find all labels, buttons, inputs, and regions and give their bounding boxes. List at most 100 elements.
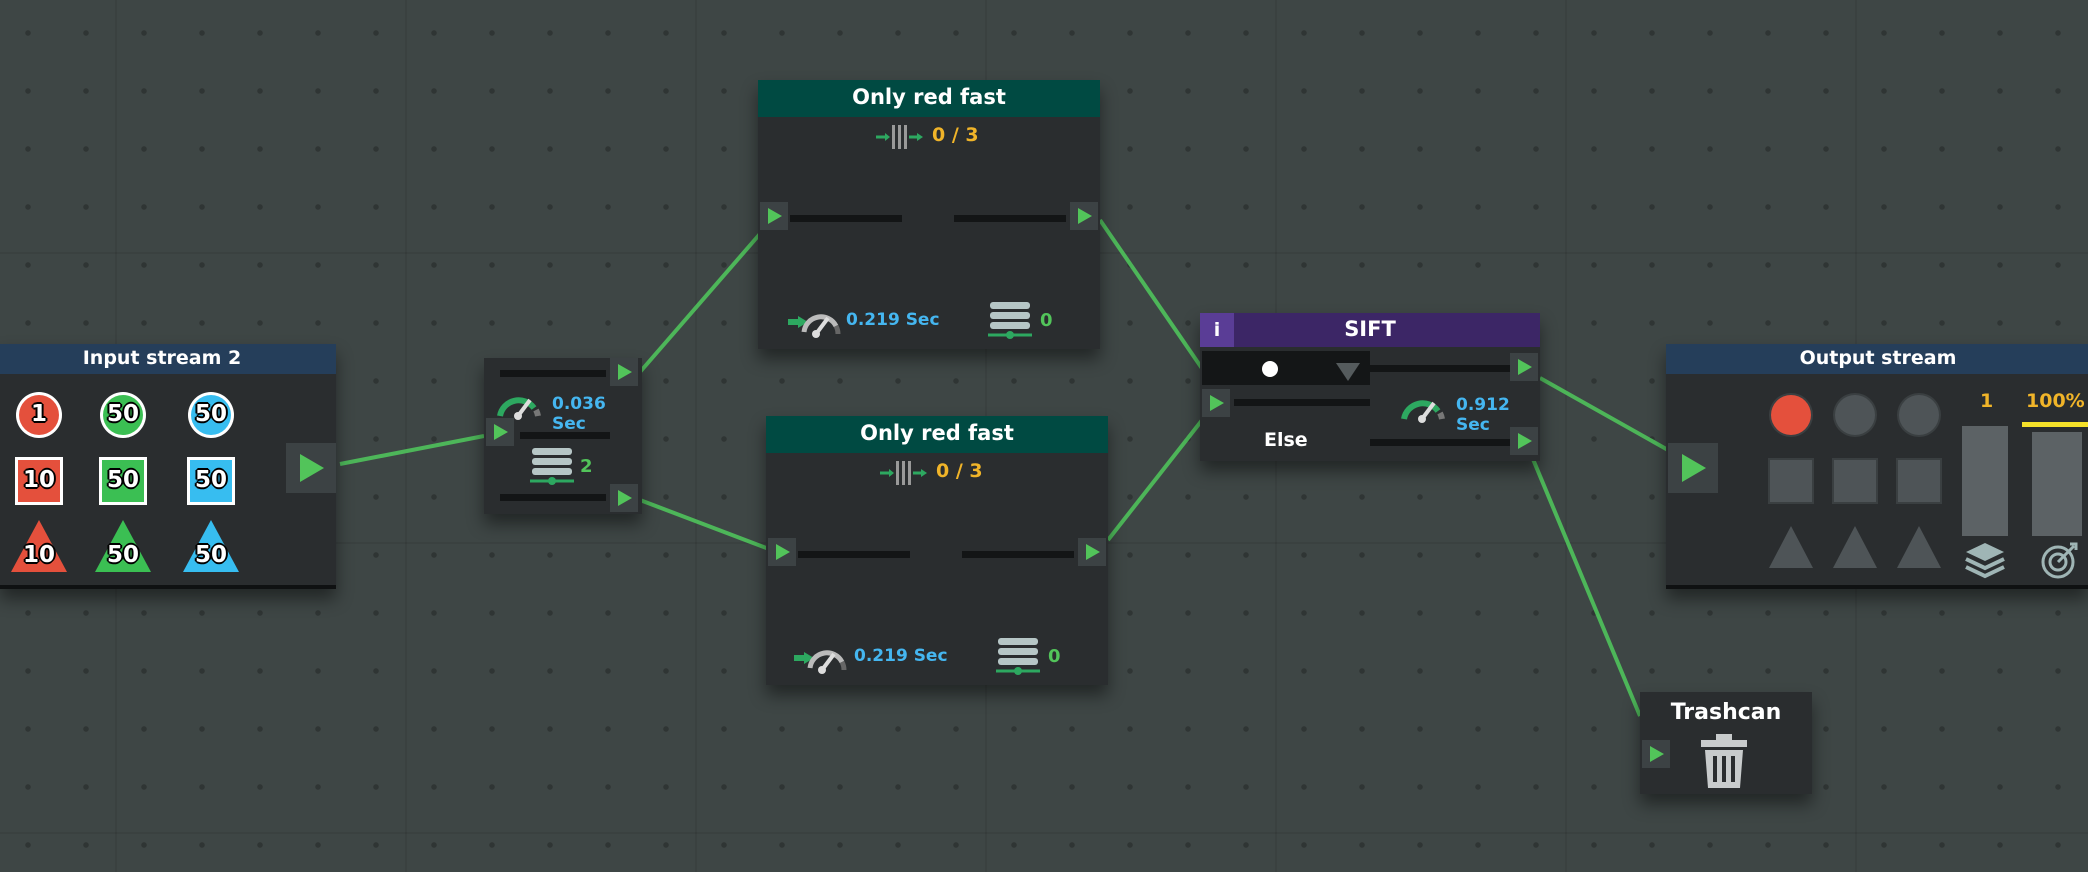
input-item-count: 50 xyxy=(194,467,227,493)
input-stream-bottom-border xyxy=(0,585,336,589)
layers-icon xyxy=(1964,540,2006,580)
output-slot-triangle xyxy=(1766,522,1816,572)
input-item-count: 50 xyxy=(194,542,227,568)
sift-match-output-port[interactable] xyxy=(1510,353,1538,381)
output-percent-fill xyxy=(2022,422,2088,427)
filter-top-queue: 0 xyxy=(1040,310,1053,331)
input-item-count: 50 xyxy=(106,542,139,568)
trash-icon xyxy=(1698,732,1750,790)
filter-node-bottom[interactable]: Only red fast 0 / 3 0.219 Sec 0 xyxy=(766,416,1108,685)
input-stream-title: Input stream 2 xyxy=(82,347,242,369)
input-item-blue-circle: 50 xyxy=(186,390,236,440)
filter-bottom-output-port[interactable] xyxy=(1078,538,1106,566)
output-slot-circle xyxy=(1830,390,1880,440)
input-item-count: 10 xyxy=(22,542,55,568)
filter-node-top[interactable]: Only red fast 0 / 3 0.219 Sec 0 xyxy=(758,80,1100,349)
filter-bottom-input-port[interactable] xyxy=(768,538,796,566)
speed-gauge-icon xyxy=(786,302,842,338)
splitter-mid-bar xyxy=(520,432,610,439)
output-percent-bar xyxy=(2032,432,2082,536)
output-stream-header xyxy=(1666,344,2088,374)
sift-condition-selector[interactable] xyxy=(1202,351,1370,385)
splitter-bottom-bar xyxy=(500,494,606,501)
output-stream-input-port[interactable] xyxy=(1668,443,1718,493)
output-percent: 100% xyxy=(2026,390,2085,412)
input-item-green-square: 50 xyxy=(98,456,148,506)
splitter-output-port-bottom[interactable] xyxy=(610,484,638,512)
filter-bottom-queue: 0 xyxy=(1048,646,1061,667)
sift-title: SIFT xyxy=(1344,317,1396,341)
input-item-green-triangle: 50 xyxy=(95,520,151,572)
output-count-bar xyxy=(1962,426,2008,536)
output-slot-circle xyxy=(1894,390,1944,440)
input-stream-header xyxy=(0,344,336,374)
wire-input-to-splitter xyxy=(339,434,485,466)
splitter-input-port[interactable] xyxy=(486,418,514,446)
input-item-count: 50 xyxy=(106,401,139,427)
output-count: 1 xyxy=(1980,390,1994,412)
filter-top-title: Only red fast xyxy=(852,85,1006,109)
splitter-output-port-top[interactable] xyxy=(610,358,638,386)
target-icon xyxy=(2038,540,2080,580)
sift-header xyxy=(1200,313,1540,347)
sift-condition-circle xyxy=(1262,361,1278,377)
sift-node[interactable]: i SIFT 0.912 Sec Else xyxy=(1200,313,1540,461)
output-stream-bottom-border xyxy=(1666,585,2088,589)
output-stream-node[interactable]: Output stream 1 100% xyxy=(1666,344,2088,589)
output-slot-square xyxy=(1766,456,1816,506)
filter-top-input-port[interactable] xyxy=(760,202,788,230)
sift-mid-bar xyxy=(1234,399,1370,406)
queue-icon xyxy=(986,300,1034,340)
filter-top-capacity: 0 / 3 xyxy=(932,124,979,146)
filter-top-header xyxy=(758,80,1100,117)
output-slot-square xyxy=(1830,456,1880,506)
output-slot-square xyxy=(1894,456,1944,506)
queue-icon xyxy=(994,636,1042,676)
trashcan-title: Trashcan xyxy=(1670,700,1782,725)
wire-sift-else-to-trashcan xyxy=(1528,451,1642,717)
splitter-speed: 0.036 Sec xyxy=(552,394,606,434)
wire-splitter-to-filter-top xyxy=(638,218,774,374)
output-slot-triangle xyxy=(1894,522,1944,572)
input-item-red-square: 10 xyxy=(14,456,64,506)
sift-info-button[interactable]: i xyxy=(1200,313,1234,347)
wire-splitter-to-filter-bottom xyxy=(639,498,783,556)
input-item-blue-square: 50 xyxy=(186,456,236,506)
splitter-top-bar xyxy=(500,370,606,377)
input-item-count: 1 xyxy=(30,401,47,427)
filter-bottom-title: Only red fast xyxy=(860,421,1014,445)
output-stream-title: Output stream xyxy=(1799,347,1957,369)
filter-bottom-left-bar xyxy=(798,551,910,558)
output-slot-circle-red-filled xyxy=(1766,390,1816,440)
input-item-red-circle: 1 xyxy=(14,390,64,440)
filter-top-left-bar xyxy=(790,215,902,222)
input-item-count: 50 xyxy=(106,467,139,493)
filter-bottom-header xyxy=(766,416,1108,453)
input-item-red-triangle: 10 xyxy=(11,520,67,572)
chevron-down-icon[interactable] xyxy=(1336,363,1360,381)
splitter-node[interactable]: 0.036 Sec 2 xyxy=(484,358,642,514)
input-stream-output-port[interactable] xyxy=(286,443,336,493)
queue-icon xyxy=(528,446,576,486)
input-item-count: 10 xyxy=(22,467,55,493)
filter-top-right-bar xyxy=(954,215,1066,222)
sift-input-port[interactable] xyxy=(1202,389,1230,417)
capacity-icon xyxy=(876,122,924,152)
filter-top-speed: 0.219 Sec xyxy=(846,310,940,330)
filter-top-output-port[interactable] xyxy=(1070,202,1098,230)
trashcan-node[interactable]: Trashcan xyxy=(1640,692,1812,794)
sift-else-output-port[interactable] xyxy=(1510,427,1538,455)
trashcan-input-port[interactable] xyxy=(1642,740,1670,768)
sift-else-label: Else xyxy=(1264,429,1308,451)
input-item-count: 50 xyxy=(194,401,227,427)
sift-speed: 0.912 Sec xyxy=(1456,395,1510,435)
filter-bottom-right-bar xyxy=(962,551,1074,558)
wire-filter-top-to-sift xyxy=(1098,218,1212,382)
speed-gauge-icon xyxy=(496,386,542,420)
splitter-queue: 2 xyxy=(580,456,593,477)
wire-sift-to-output xyxy=(1539,376,1669,452)
input-stream-node[interactable]: Input stream 2 1 50 50 10 50 50 10 50 50 xyxy=(0,344,336,589)
speed-gauge-icon xyxy=(792,638,848,674)
input-item-green-circle: 50 xyxy=(98,390,148,440)
